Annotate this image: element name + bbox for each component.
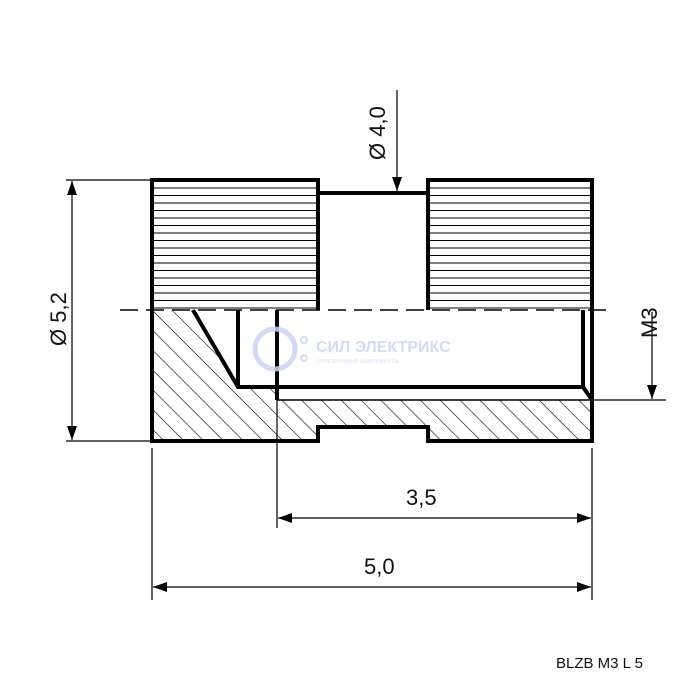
dim-thread <box>594 312 666 401</box>
total-length-label: 5,0 <box>364 554 395 579</box>
knurl-right <box>426 178 594 310</box>
watermark-logo: СИЛ ЭЛЕКТРИКС электронные компоненты <box>252 326 451 372</box>
thread-label: M3 <box>637 307 662 338</box>
watermark-title: СИЛ ЭЛЕКТРИКС <box>316 339 451 356</box>
section-outline <box>150 308 594 443</box>
inner-diameter-label: Ø 4,0 <box>365 106 390 160</box>
thread-length-label: 3,5 <box>406 485 437 510</box>
section-left <box>152 310 277 441</box>
knurl-left <box>150 178 320 310</box>
dim-outer-diameter <box>66 179 150 442</box>
section-bottom <box>277 400 592 441</box>
outer-diameter-label: Ø 5,2 <box>46 292 71 346</box>
watermark-subtitle: электронные компоненты <box>316 358 400 365</box>
model-label: BLZB M3 L 5 <box>556 655 643 672</box>
